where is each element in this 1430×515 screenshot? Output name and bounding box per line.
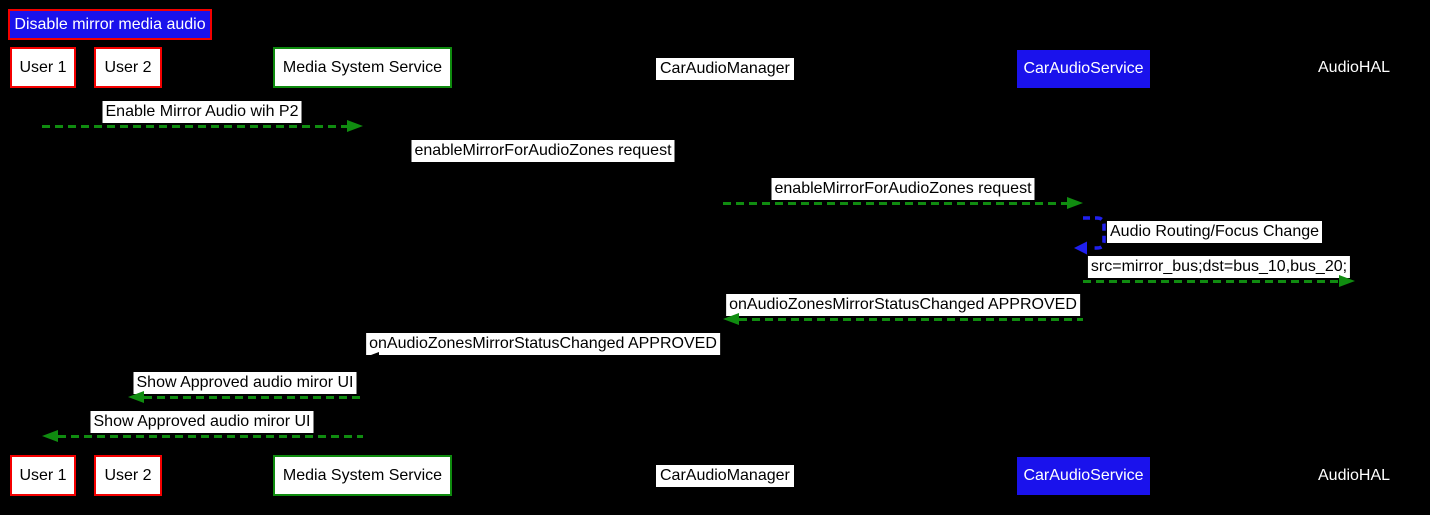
message-label-1: Enable Mirror Audio wih P2	[102, 101, 302, 123]
lifeline-car-audio-manager	[723, 88, 724, 455]
participant-car-audio-manager-top: CarAudioManager	[656, 58, 794, 80]
message-arrow-7	[379, 357, 723, 360]
message-label-3: enableMirrorForAudioZones request	[771, 178, 1035, 200]
participant-media-system-service-top: Media System Service	[273, 47, 452, 88]
participant-user2-bottom: User 2	[94, 455, 162, 496]
participant-audio-hal-top: AudioHAL	[1318, 59, 1391, 76]
message-label-9: Show Approved audio miror UI	[90, 411, 314, 433]
participant-user2-top: User 2	[94, 47, 162, 88]
participant-user1-top: User 1	[10, 47, 76, 88]
participant-car-audio-service-top: CarAudioService	[1017, 50, 1150, 88]
arrowhead-right-icon	[1339, 275, 1355, 287]
participant-car-audio-service-bottom: CarAudioService	[1017, 457, 1150, 495]
arrowhead-left-icon	[723, 313, 739, 325]
message-label-4: Audio Routing/Focus Change	[1107, 221, 1323, 243]
message-arrow-9	[58, 435, 363, 438]
message-label-6: onAudioZonesMirrorStatusChanged APPROVED	[726, 294, 1080, 316]
message-arrow-6	[739, 318, 1083, 321]
selfloop-arrow	[1074, 216, 1106, 255]
arrowhead-left-icon	[128, 391, 144, 403]
lifeline-media-system-service	[363, 88, 364, 455]
arrowhead-right-icon	[707, 158, 723, 170]
diagram-title: Disable mirror media audio	[8, 9, 212, 40]
message-label-2: enableMirrorForAudioZones request	[411, 140, 675, 162]
participant-car-audio-manager-bottom: CarAudioManager	[656, 465, 794, 487]
message-arrow-2	[363, 163, 707, 166]
arrowhead-right-icon	[347, 120, 363, 132]
message-label-8: Show Approved audio miror UI	[133, 372, 357, 394]
lifeline-user2	[128, 88, 129, 455]
arrowhead-left-icon	[363, 352, 379, 364]
message-arrow-1	[42, 125, 347, 128]
message-arrow-3	[723, 202, 1067, 205]
arrowhead-right-icon	[1067, 197, 1083, 209]
message-arrow-8	[144, 396, 363, 399]
lifeline-audio-hal	[1355, 88, 1356, 455]
lifeline-user1	[42, 88, 43, 455]
participant-media-system-service-bottom: Media System Service	[273, 455, 452, 496]
arrowhead-left-icon	[42, 430, 58, 442]
message-arrow-5	[1083, 280, 1339, 283]
participant-audio-hal-bottom: AudioHAL	[1318, 467, 1391, 484]
lifeline-car-audio-service	[1083, 88, 1084, 455]
message-label-5: src=mirror_bus;dst=bus_10,bus_20;	[1087, 256, 1351, 278]
participant-user1-bottom: User 1	[10, 455, 76, 496]
message-label-7: onAudioZonesMirrorStatusChanged APPROVED	[366, 333, 720, 355]
